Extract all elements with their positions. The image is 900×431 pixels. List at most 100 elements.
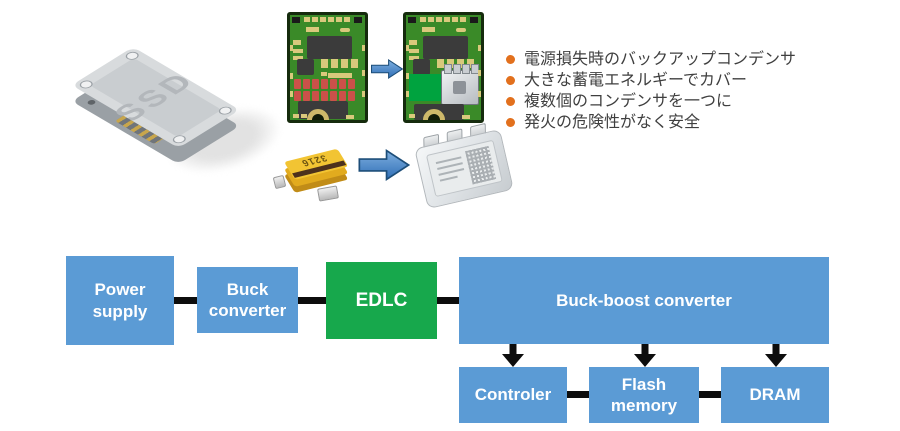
- pcb-pad: [406, 45, 409, 51]
- pcb-pad: [406, 91, 409, 97]
- pcb-edlc-chip: [441, 64, 479, 105]
- ssd-illustration: SSD: [0, 0, 289, 220]
- pcb-pad: [420, 17, 426, 22]
- pcb-pad: [344, 17, 350, 22]
- tantalum-capacitor: 3216: [272, 140, 362, 206]
- pcb-edlc-tab: [462, 64, 470, 74]
- bullet-item: 大きな蓄電エネルギーでカバー: [506, 70, 796, 91]
- pcb-pad: [409, 114, 415, 118]
- edlc-pouch-capacitor: [414, 122, 514, 210]
- bullet-icon: [506, 97, 515, 106]
- down-arrow-icon: [502, 344, 524, 367]
- pcb-pad: [444, 17, 450, 22]
- pcb-pad: [460, 17, 466, 22]
- pcb-pad: [312, 17, 318, 22]
- pcb-green-patch: [409, 74, 442, 101]
- bullet-text: 複数個のコンデンサを一つに: [524, 93, 733, 110]
- pcb-capacitor: [294, 79, 301, 89]
- pcb-pad: [351, 59, 358, 68]
- blue-arrow-right-icon: [358, 148, 410, 182]
- pcb-pad: [409, 56, 419, 60]
- pcb-capacitor: [303, 91, 310, 101]
- pcb-gold-ring: [423, 109, 445, 120]
- node-dram: DRAM: [721, 367, 829, 423]
- node-edlc: EDLC: [326, 262, 437, 339]
- node-label: Controler: [474, 385, 552, 405]
- pcb-capacitor: [330, 91, 337, 101]
- pcb-pad: [306, 27, 319, 32]
- pcb-pad: [462, 115, 470, 119]
- bullet-item: 発火の危険性がなく安全: [506, 112, 796, 133]
- pcb-pad: [457, 59, 464, 68]
- pcb-pad: [362, 45, 365, 51]
- pcb-pad: [408, 17, 416, 23]
- pcb-pad: [293, 40, 301, 45]
- bullet-icon: [506, 55, 515, 64]
- pcb-pad: [304, 17, 310, 22]
- pcb-pad: [428, 17, 434, 22]
- pcb-chip: [297, 59, 314, 75]
- pcb-pad: [456, 28, 466, 32]
- pcb-pad: [341, 59, 348, 68]
- bullet-text: 発火の危険性がなく安全: [524, 114, 701, 131]
- pcb-capacitor: [294, 91, 301, 101]
- pcb-pad: [362, 91, 365, 97]
- bullet-item: 複数個のコンデンサを一つに: [506, 91, 796, 112]
- bullet-icon: [506, 76, 515, 85]
- node-buck-converter: Buck converter: [197, 267, 298, 333]
- pcb-pad: [436, 17, 442, 22]
- node-buck-boost-converter: Buck-boost converter: [459, 257, 829, 344]
- down-arrow-icon: [634, 344, 656, 367]
- bullet-item: 電源損失時のバックアップコンデンサ: [506, 49, 796, 70]
- pcb-pad: [290, 73, 293, 79]
- pcb-capacitor: [312, 79, 319, 89]
- screw-icon: [170, 133, 189, 145]
- pcb-capacitor: [348, 79, 355, 89]
- pcb-pad: [328, 17, 334, 22]
- node-label: EDLC: [355, 289, 408, 311]
- node-label: Buck-boost converter: [556, 290, 732, 310]
- pcb-pad: [362, 70, 365, 76]
- screw-icon: [123, 50, 142, 62]
- pcb-capacitor: [348, 91, 355, 101]
- bullet-text: 電源損失時のバックアップコンデンサ: [524, 51, 797, 68]
- pcb-pad: [321, 72, 327, 76]
- connector-line: [174, 297, 197, 304]
- screw-icon: [216, 105, 235, 117]
- pcb-pad: [470, 17, 478, 23]
- pcb-capacitor: [312, 91, 319, 101]
- pcb-pad: [478, 45, 481, 51]
- pcb-pad: [290, 91, 293, 97]
- pcb-pad: [437, 59, 444, 68]
- pcb-pad: [409, 49, 419, 53]
- screw-icon: [77, 78, 96, 90]
- pcb-pad: [354, 17, 362, 23]
- pcb-chip: [307, 36, 352, 59]
- pcb-edlc-core: [453, 81, 466, 94]
- pcb-pad: [467, 59, 474, 68]
- capacitor-terminal: [317, 185, 339, 202]
- bullet-list: 電源損失時のバックアップコンデンサ 大きな蓄電エネルギーでカバー 複数個のコンデ…: [506, 49, 796, 133]
- pcb-pad: [478, 91, 481, 97]
- pcb-pad: [346, 115, 354, 119]
- pcb-capacitor: [339, 79, 346, 89]
- pouch-qr-pattern: [465, 145, 497, 185]
- pcb-capacitor: [303, 79, 310, 89]
- node-label: Buck converter: [208, 279, 287, 320]
- pcb-capacitor-grid: [294, 79, 355, 101]
- pcb-capacitor: [321, 79, 328, 89]
- pcb-pad: [293, 49, 303, 53]
- down-arrow-icon: [765, 344, 787, 367]
- pcb-pad: [290, 45, 293, 51]
- pcb-pad: [447, 59, 454, 68]
- pcb-pad: [321, 59, 328, 68]
- pcb-chip: [413, 59, 430, 75]
- pcb-pad: [452, 17, 458, 22]
- pcb-capacitor: [321, 91, 328, 101]
- pcb-edlc-tab: [453, 64, 461, 74]
- connector-line: [298, 297, 326, 304]
- pouch-label-area: [425, 139, 503, 198]
- pcb-pad: [328, 73, 352, 78]
- connector-line: [437, 297, 459, 304]
- pcb-pad: [331, 59, 338, 68]
